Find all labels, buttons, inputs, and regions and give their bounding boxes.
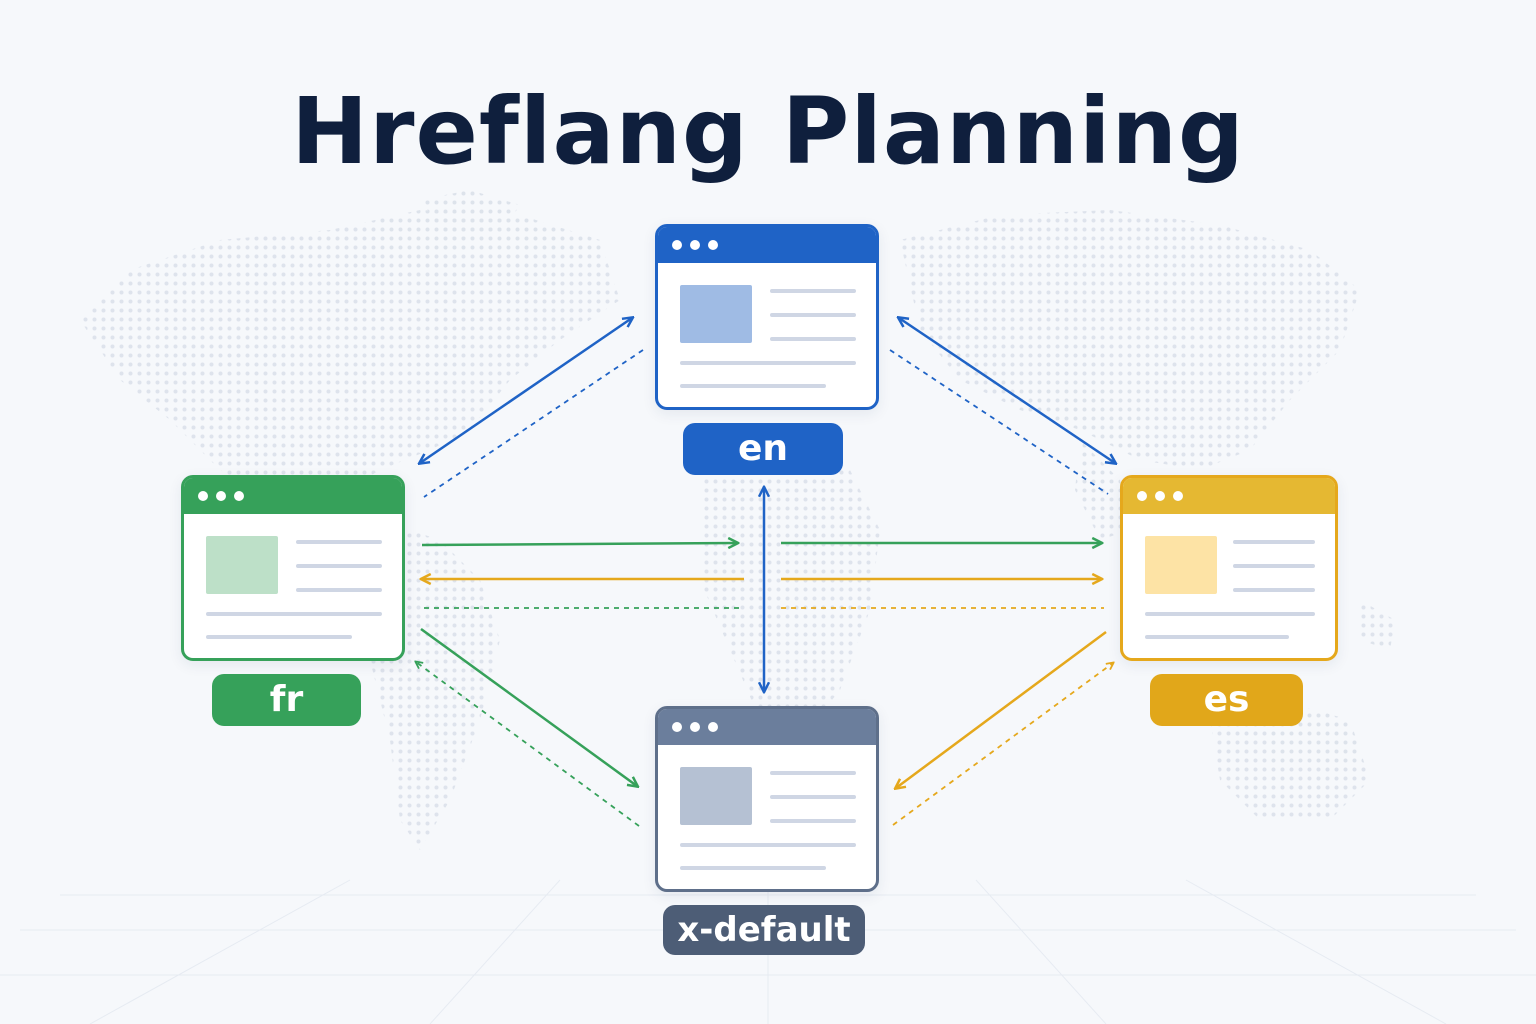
fr-page-card xyxy=(181,475,405,661)
es-page-card xyxy=(1120,475,1338,661)
link-x-default-es-dashed xyxy=(892,663,1113,826)
link-en-fr xyxy=(420,318,632,463)
en-page-card xyxy=(655,224,879,410)
page-title: Hreflang Planning xyxy=(291,78,1245,185)
browser-window-icon xyxy=(184,478,402,514)
image-placeholder xyxy=(680,767,752,825)
image-placeholder xyxy=(206,536,278,594)
link-en-es-dashed xyxy=(889,349,1109,495)
image-placeholder xyxy=(1145,536,1217,594)
es-badge: es xyxy=(1150,674,1303,726)
link-en-es xyxy=(899,318,1115,463)
x-default-page-card xyxy=(655,706,879,892)
browser-window-icon xyxy=(658,709,876,745)
x-default-badge: x-default xyxy=(663,905,865,955)
image-placeholder xyxy=(680,285,752,343)
en-badge: en xyxy=(683,423,843,475)
link-en-fr-dashed xyxy=(423,349,644,498)
browser-window-icon xyxy=(1123,478,1335,514)
link-fr-es-left xyxy=(421,543,737,545)
link-es-x-default xyxy=(896,630,1107,788)
link-x-default-fr-dashed xyxy=(416,662,640,827)
link-fr-x-default xyxy=(420,627,637,786)
fr-badge: fr xyxy=(212,674,361,726)
browser-window-icon xyxy=(658,227,876,263)
